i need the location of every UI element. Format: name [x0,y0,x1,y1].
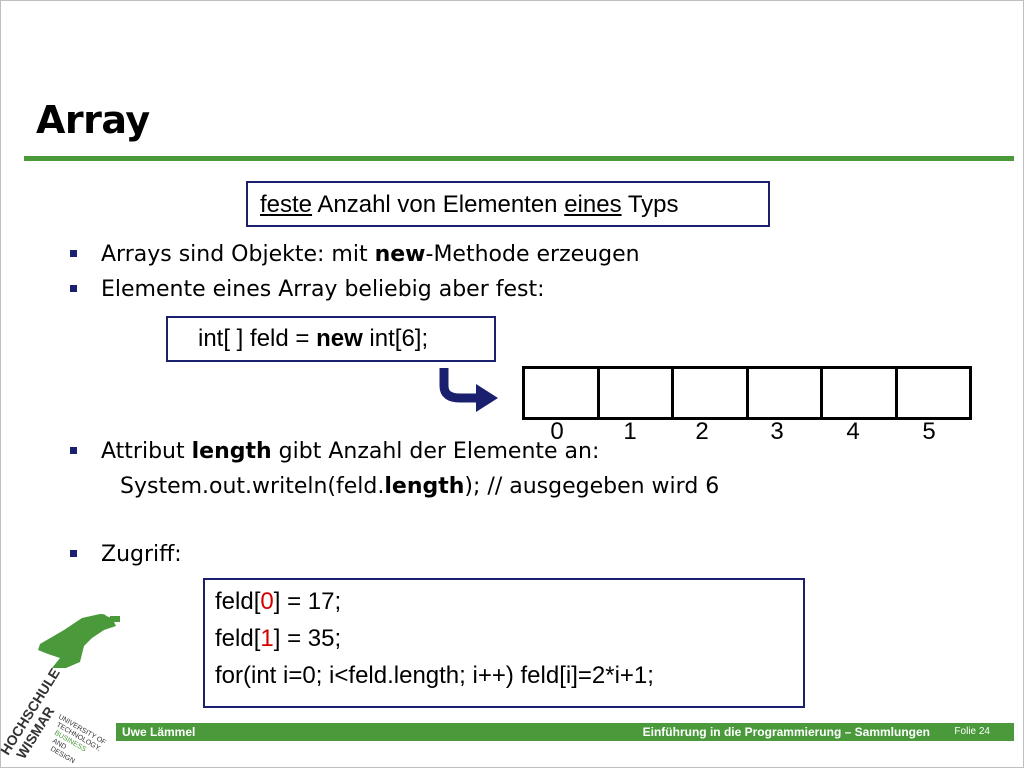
bullet-arrays-objects: Arrays sind Objekte: mit new-Methode erz… [70,242,640,267]
definition-text: feste Anzahl von Elementen eines Typs [260,191,679,219]
access-code-box: feld[0] = 17; feld[1] = 35; for(int i=0;… [203,578,805,708]
declaration-code-box: int[ ] feld = new int[6]; [166,316,496,362]
bullet-bold: new [374,242,426,267]
hochschule-wismar-logo: HOCHSCHULE WISMAR UNIVERSITY OF TECHNOLO… [0,614,120,765]
bullet-square-icon [70,285,77,292]
code-post: int[6]; [362,325,429,352]
bullet-access: Zugriff: [70,542,182,567]
access-pre: feld[ [215,588,261,615]
definition-middle: Anzahl von Elementen [312,191,565,218]
bullet-text: Zugriff: [101,542,182,567]
access-post: ] = 35; [273,625,342,652]
access-post: ] = 17; [273,588,342,615]
definition-feste: feste [260,191,313,218]
access-line-0: feld[0] = 17; [215,588,341,616]
slide-title: Array [36,98,150,142]
array-index-1: 1 [623,418,637,445]
array-cell [823,369,898,417]
bullet-text-end: -Methode erzeugen [425,242,640,267]
title-rule [24,156,1014,161]
access-index: 0 [260,588,274,615]
declaration-code: int[ ] feld = new int[6]; [198,325,428,353]
access-line-2: for(int i=0; i<feld.length; i++) feld[i]… [215,662,654,690]
array-cell [525,369,600,417]
array-index-2: 2 [695,418,709,445]
curved-arrow-icon [439,368,498,412]
array-cell [898,369,970,417]
code-pre: int[ ] feld = [198,325,317,352]
access-for-loop: for(int i=0; i<feld.length; i++) feld[i]… [215,662,654,689]
array-index-3: 3 [770,418,784,445]
bullet-text: Elemente eines Array beliebig aber fest: [101,277,545,302]
definition-end: Typs [621,191,679,218]
bullet-length-attribute: Attribut length gibt Anzahl der Elemente… [70,439,599,464]
bullet-square-icon [70,447,77,454]
bullet-square-icon [70,550,77,557]
bullet-text-end: gibt Anzahl der Elemente an: [271,439,600,464]
bullet-square-icon [70,250,77,257]
println-example: System.out.writeln(feld.length); // ausg… [120,474,719,499]
bullet-text: Arrays sind Objekte: mit [101,242,375,267]
array-index-4: 4 [846,418,860,445]
access-index: 1 [260,625,274,652]
definition-box: feste Anzahl von Elementen eines Typs [246,181,770,227]
bullet-elements-fixed: Elemente eines Array beliebig aber fest: [70,277,545,302]
logo-figure-icon [38,614,120,668]
array-cell [749,369,823,417]
access-line-1: feld[1] = 35; [215,625,341,653]
println-post: ); // ausgegeben wird 6 [464,474,720,499]
println-bold: length [384,474,465,499]
footer-course: Einführung in die Programmierung – Samml… [642,725,930,739]
bullet-text: Attribut [101,439,192,464]
array-cells [522,366,972,420]
footer-bar: Uwe Lämmel Einführung in die Programmier… [116,723,1014,741]
access-pre: feld[ [215,625,261,652]
footer-author: Uwe Lämmel [122,725,196,739]
bullet-bold: length [191,439,272,464]
definition-eines: eines [564,191,622,218]
array-index-0: 0 [550,418,564,445]
array-cell [600,369,674,417]
println-pre: System.out.writeln(feld. [120,474,385,499]
array-index-5: 5 [922,418,936,445]
footer-page-number: Folie 24 [954,726,990,737]
array-cell [674,369,749,417]
code-keyword-new: new [316,325,363,352]
